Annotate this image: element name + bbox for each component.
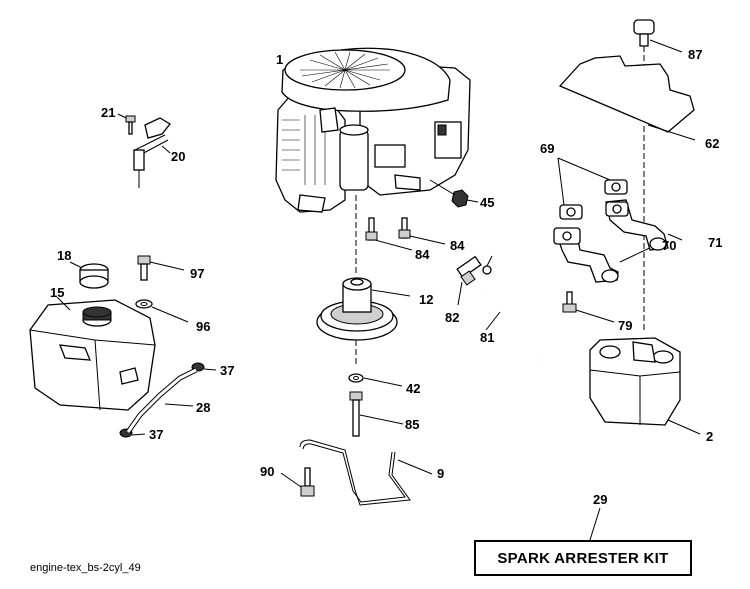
bolt-85 — [349, 391, 404, 437]
bolt-79 — [562, 291, 615, 323]
drain-valve-82 — [456, 255, 493, 306]
rod-9 — [299, 439, 433, 506]
part-number-42: 42 — [406, 381, 421, 396]
part-number-96: 96 — [196, 319, 211, 334]
pulley-12 — [316, 277, 411, 341]
pipe-70 — [553, 227, 659, 283]
bolt-90 — [280, 467, 315, 497]
part-number-12: 12 — [419, 292, 434, 307]
part-number-21: 21 — [101, 105, 116, 120]
part-number-62: 62 — [705, 136, 720, 151]
part-number-84-left: 84 — [415, 247, 430, 262]
part-number-90: 90 — [260, 464, 275, 479]
part-number-81: 81 — [480, 330, 495, 345]
part-number-70: 70 — [662, 238, 677, 253]
part-number-15: 15 — [50, 285, 65, 300]
washer-96 — [135, 299, 189, 323]
part-number-84-right: 84 — [450, 238, 465, 253]
fuel-tank-15 — [29, 296, 156, 411]
cap-18 — [69, 261, 109, 289]
gaskets-69 — [557, 157, 628, 220]
engine — [275, 47, 471, 213]
spark-arrester-kit-label: SPARK ARRESTER KIT — [474, 540, 692, 576]
part-number-71: 71 — [708, 235, 723, 250]
part-number-87: 87 — [688, 47, 703, 62]
part-number-18: 18 — [57, 248, 72, 263]
nut-45 — [429, 179, 479, 208]
throttle-20 — [117, 113, 171, 188]
bolt-97 — [137, 255, 185, 281]
part-number-9: 9 — [437, 466, 445, 481]
part-number-37-lower: 37 — [149, 427, 164, 442]
pipe-71 — [605, 199, 683, 251]
part-number-69: 69 — [540, 141, 555, 156]
knob-87 — [633, 19, 683, 53]
part-number-1: 1 — [276, 52, 284, 67]
part-number-2: 2 — [706, 429, 714, 444]
diagram-caption: engine-tex_bs-2cyl_49 — [30, 562, 141, 574]
muffler-2 — [589, 337, 701, 435]
fuel-line-28 — [125, 367, 198, 434]
part-number-82: 82 — [445, 310, 460, 325]
part-number-29: 29 — [593, 492, 608, 507]
drain-hose-81 — [483, 288, 543, 363]
part-number-28: 28 — [196, 400, 211, 415]
heat-shield-62 — [558, 55, 696, 141]
part-number-20: 20 — [171, 149, 186, 164]
part-number-85: 85 — [405, 417, 420, 432]
part-number-45: 45 — [480, 195, 495, 210]
part-number-79: 79 — [618, 318, 633, 333]
part-number-37-upper: 37 — [220, 363, 235, 378]
part-number-97: 97 — [190, 266, 205, 281]
bolts-84 — [365, 217, 446, 251]
washer-42 — [348, 373, 403, 387]
